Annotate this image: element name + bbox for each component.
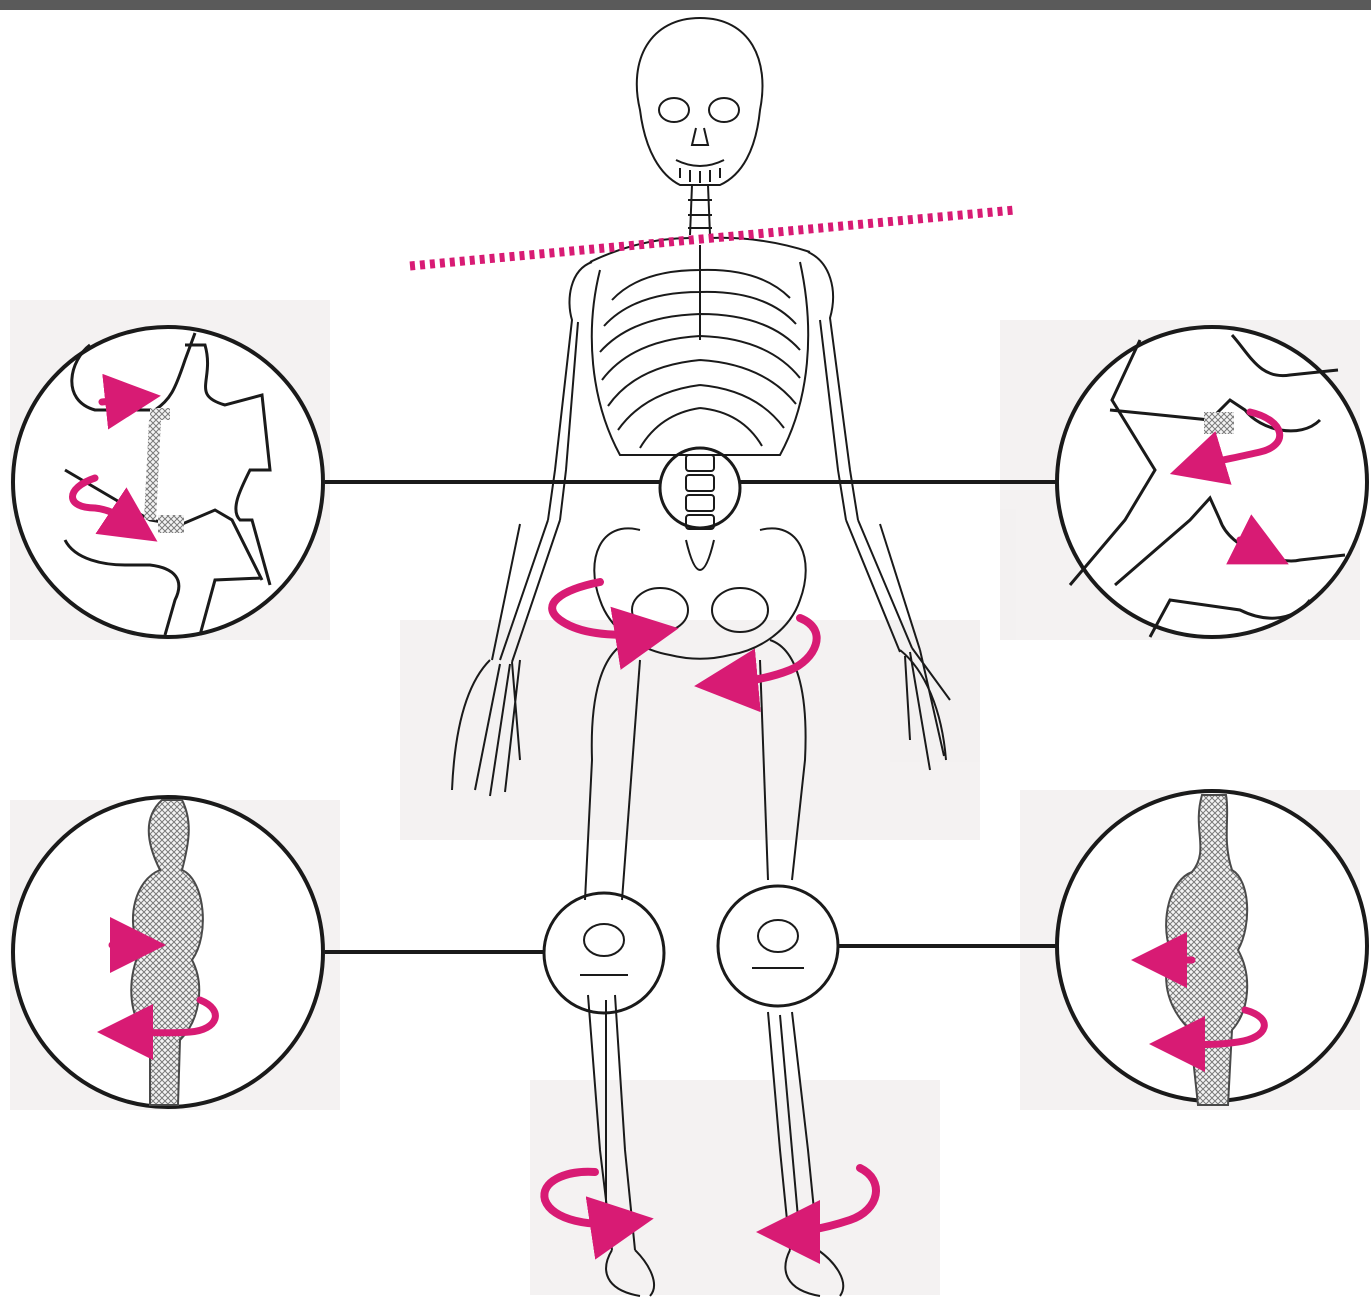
ribcage: [592, 245, 808, 455]
callout-right-lumbar: [1057, 327, 1367, 637]
lumbar-spine: [686, 455, 714, 529]
lumbar-shift-arrow-left: [102, 398, 140, 402]
callout-right-knee: [1057, 791, 1367, 1105]
right-knee-circle: [718, 886, 838, 1006]
callout-left-lumbar: [13, 327, 323, 637]
shoulder-tilt-line: [410, 210, 1015, 266]
cervical-spine: [688, 185, 712, 235]
callout-left-knee: [13, 797, 323, 1107]
skull: [637, 18, 763, 185]
left-knee-circle: [544, 893, 664, 1013]
